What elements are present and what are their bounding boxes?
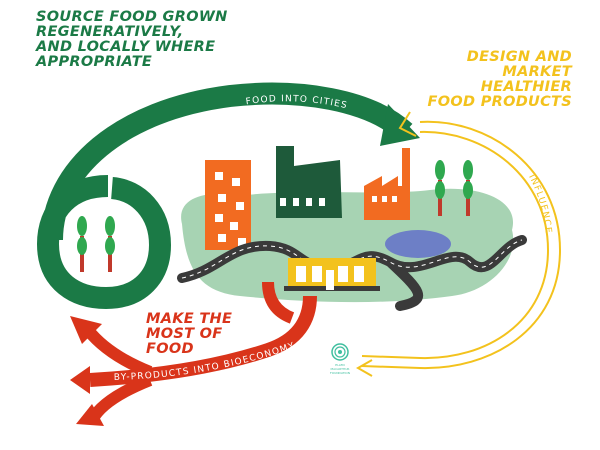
orange-factory bbox=[364, 148, 410, 220]
influence-label: INFLUENCE bbox=[526, 173, 553, 235]
source-heading-line: SOURCE FOOD GROWN bbox=[36, 9, 228, 25]
lake bbox=[385, 230, 451, 258]
design-heading-line: MARKET bbox=[502, 64, 572, 80]
yellow-store bbox=[284, 258, 380, 291]
logo-line-1: ELLEN bbox=[335, 363, 344, 367]
orange-building bbox=[205, 160, 251, 250]
source-heading-line: AND LOCALLY WHERE bbox=[36, 39, 216, 55]
source-food-heading: SOURCE FOOD GROWN REGENERATIVELY, AND LO… bbox=[36, 10, 228, 70]
source-heading-line: REGENERATIVELY, bbox=[36, 24, 184, 40]
make-heading-line: FOOD bbox=[146, 341, 194, 357]
foundation-logo: ELLEN MACARTHUR FOUNDATION bbox=[330, 343, 350, 375]
land-area bbox=[181, 188, 514, 303]
make-heading-line: MOST OF bbox=[146, 326, 223, 342]
make-most-heading: MAKE THE MOST OF FOOD bbox=[146, 312, 232, 357]
city-trees bbox=[435, 160, 473, 216]
logo-line-3: FOUNDATION bbox=[330, 371, 350, 375]
green-factory bbox=[276, 146, 342, 218]
design-heading-line: HEALTHIER bbox=[480, 79, 572, 95]
design-heading-line: DESIGN AND bbox=[466, 49, 572, 65]
loop-trees bbox=[77, 216, 115, 272]
design-heading-line: FOOD PRODUCTS bbox=[427, 94, 572, 110]
logo-line-2: MACARTHUR bbox=[331, 367, 350, 371]
make-heading-line: MAKE THE bbox=[146, 311, 233, 327]
source-heading-line: APPROPRIATE bbox=[36, 54, 153, 70]
design-market-heading: DESIGN AND MARKET HEALTHIER FOOD PRODUCT… bbox=[428, 50, 572, 110]
